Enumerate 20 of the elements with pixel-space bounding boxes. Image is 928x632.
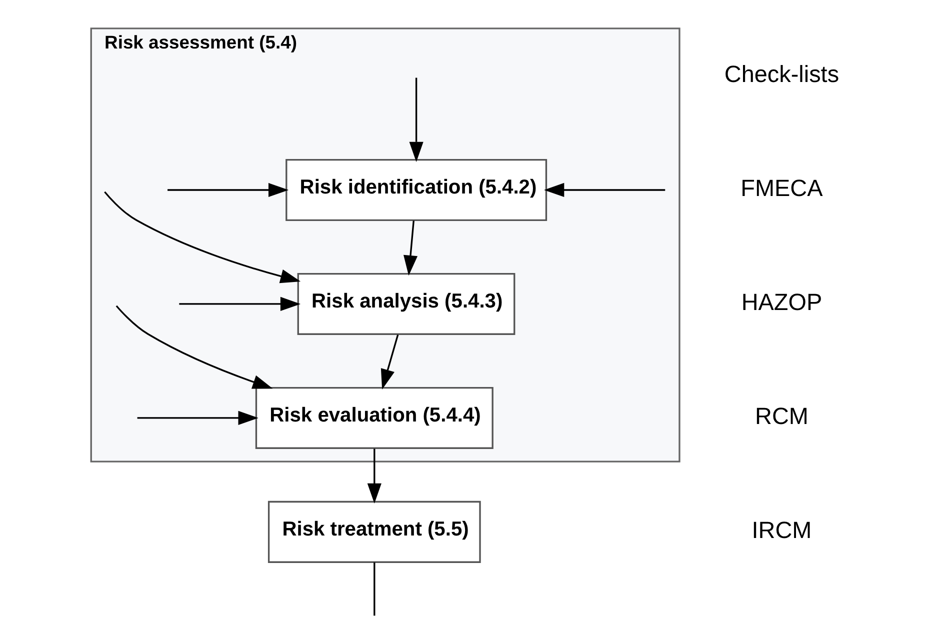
arrow xyxy=(403,220,418,276)
arrow xyxy=(366,448,381,504)
label: RCM xyxy=(754,403,808,430)
arrow xyxy=(544,182,665,198)
node-box: Risk evaluation (5.4.4) xyxy=(254,386,493,449)
arrow xyxy=(136,410,258,425)
arrow xyxy=(115,305,272,389)
arrow xyxy=(408,78,423,162)
node-box: Risk treatment (5.5) xyxy=(267,500,480,563)
arrow xyxy=(380,334,398,390)
label: Check-lists xyxy=(724,61,839,88)
connector xyxy=(373,562,375,616)
arrow xyxy=(104,191,300,284)
label: IRCM xyxy=(751,517,812,544)
label: HAZOP xyxy=(740,289,822,316)
arrow xyxy=(167,182,288,198)
node-box: Risk identification (5.4.2) xyxy=(285,158,547,221)
arrow xyxy=(178,296,300,312)
label: FMECA xyxy=(740,175,822,202)
node-box: Risk analysis (5.4.3) xyxy=(296,272,515,335)
